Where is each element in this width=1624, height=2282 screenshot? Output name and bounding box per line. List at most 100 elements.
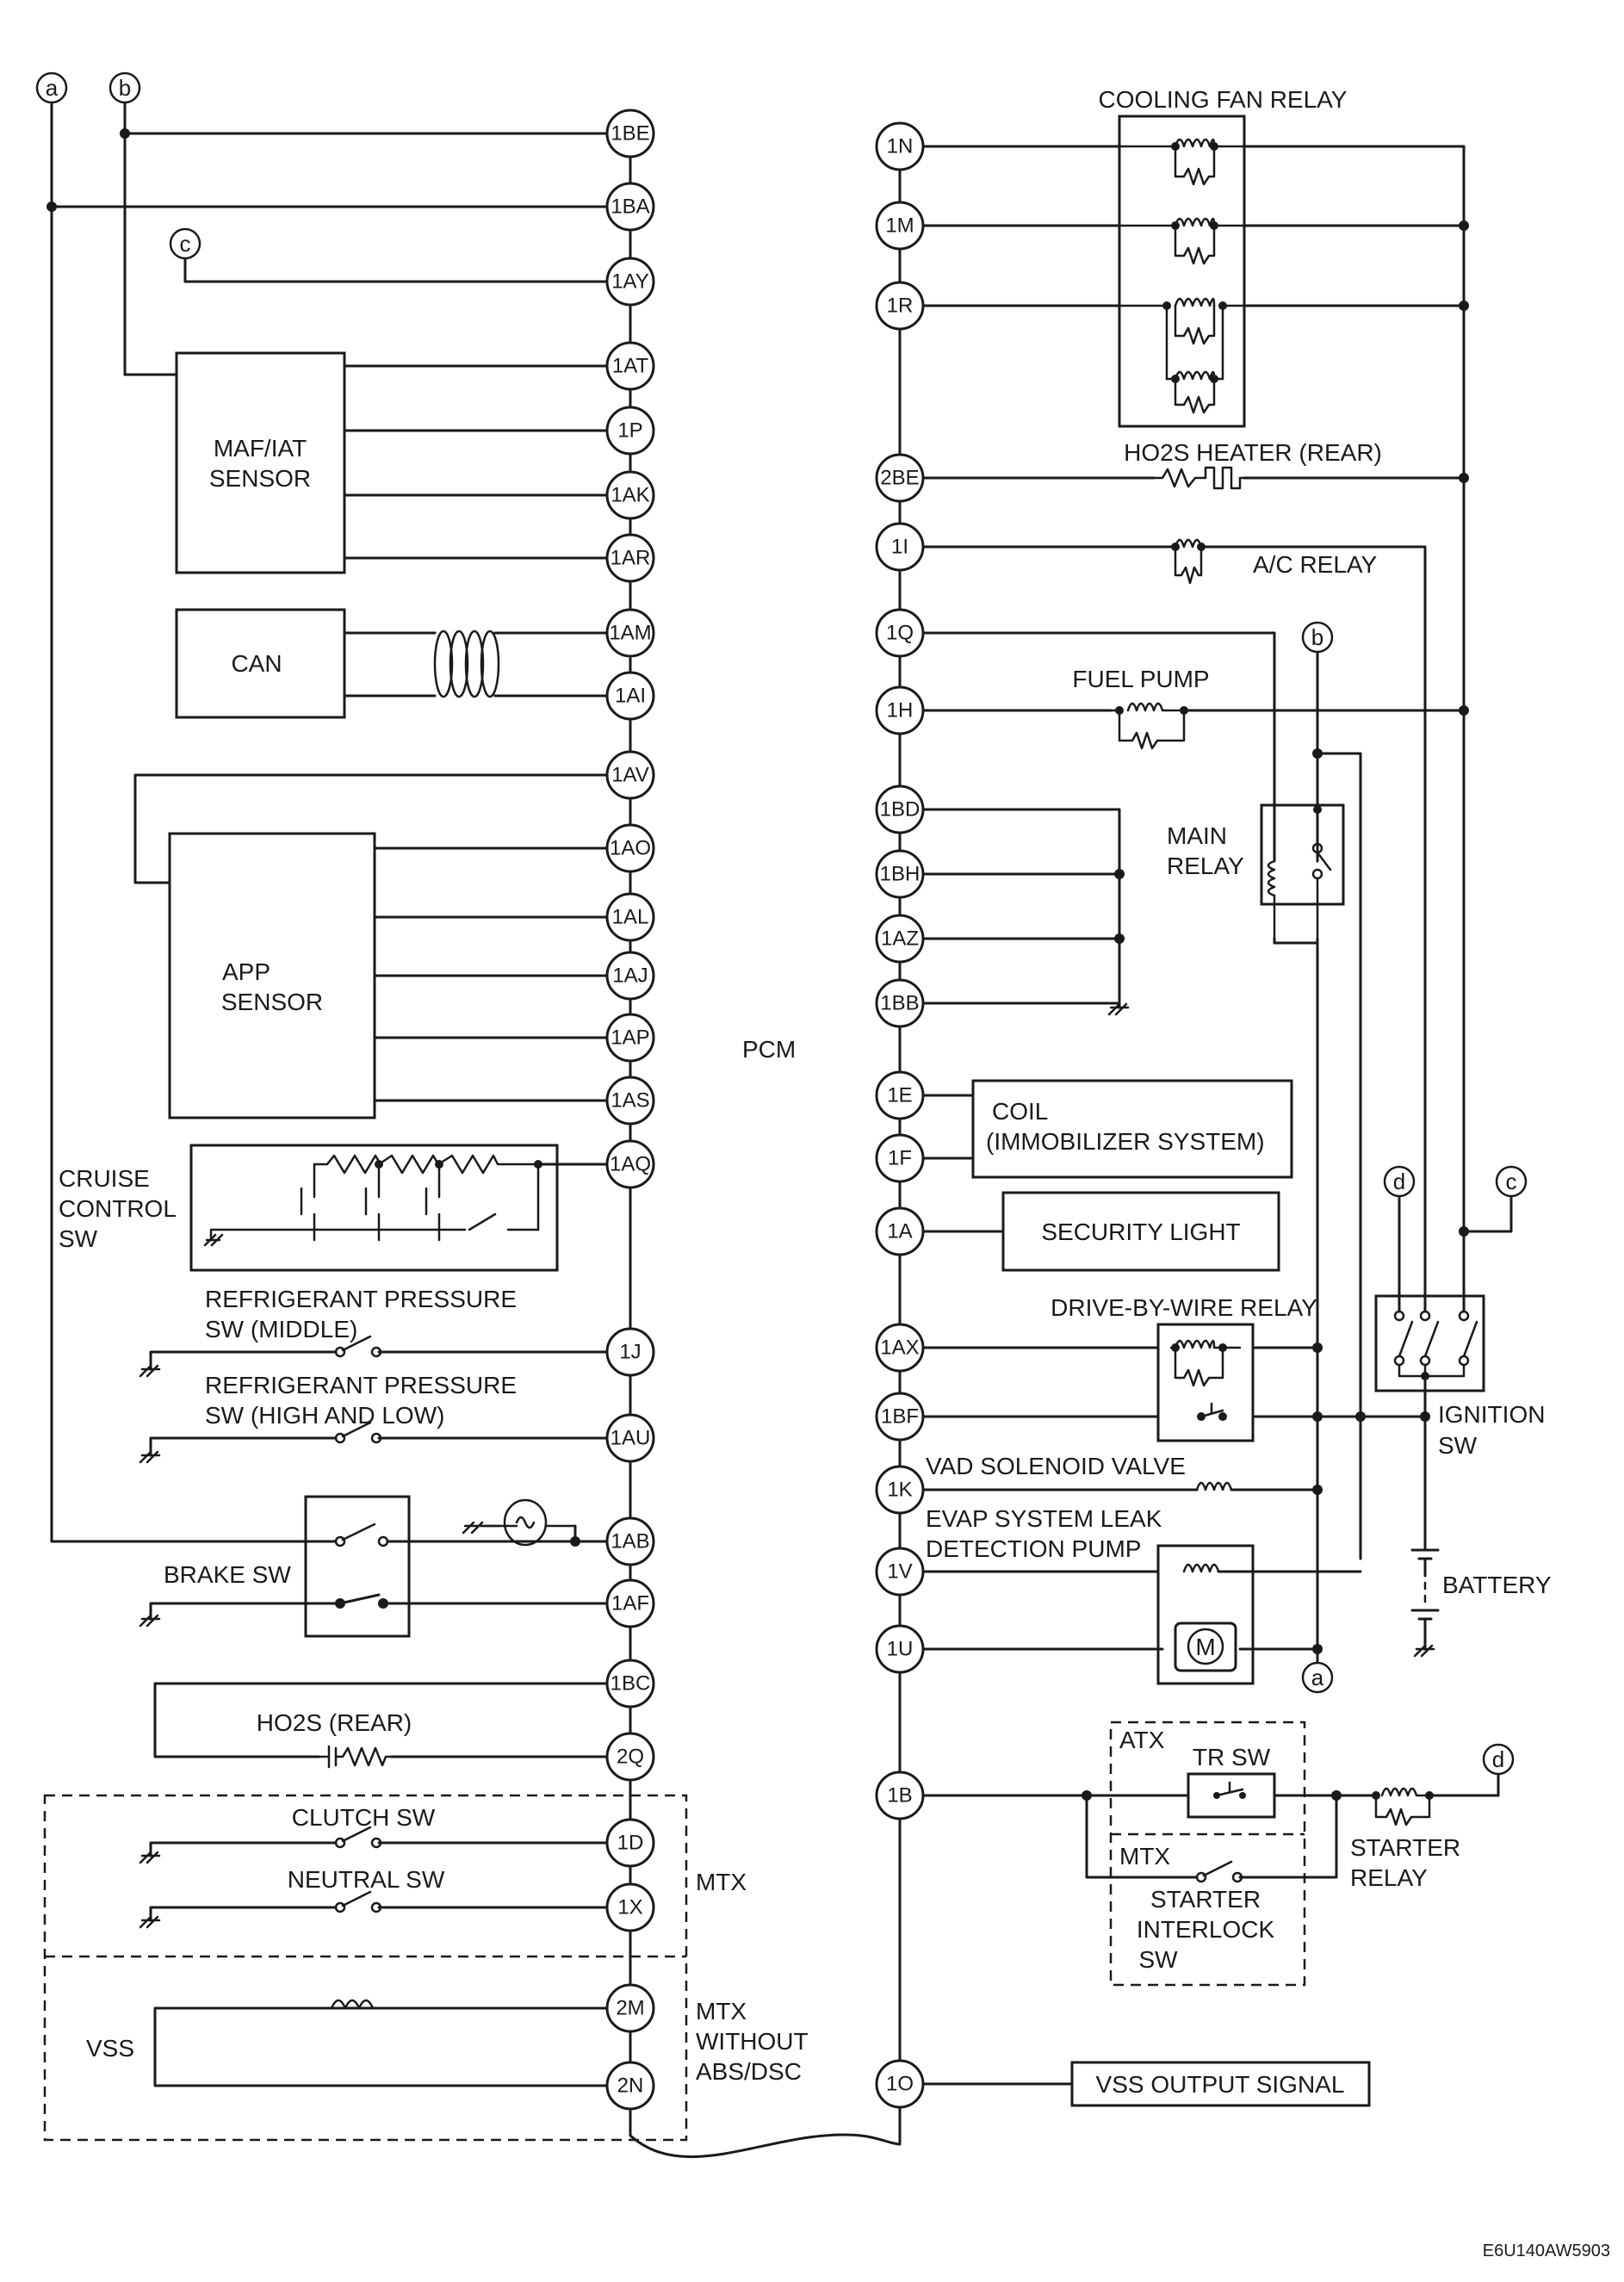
pin-label: 1AR xyxy=(611,547,651,570)
pin-1bb: 1BB xyxy=(875,978,925,1028)
app-label: APP xyxy=(222,958,270,985)
refrigerant-sw-high-low: REFRIGERANT PRESSURE SW (HIGH AND LOW) xyxy=(139,1372,517,1464)
maf-iat-label: MAF/IAT xyxy=(214,435,307,462)
mtx-no-abs-label: MTX xyxy=(696,1998,747,2025)
pin-1u: 1U xyxy=(875,1624,925,1674)
pin-1ba: 1BA xyxy=(605,182,655,232)
pin-label: 1AP xyxy=(611,1026,649,1050)
pin-1al: 1AL xyxy=(605,892,655,942)
pin-label: 1V xyxy=(887,1560,912,1584)
pin-label: 2M xyxy=(616,1997,644,2020)
can-label: CAN xyxy=(231,650,282,677)
pcm-right-pins: 1N1M1R2BE1I1Q1H1BD1BH1AZ1BB1E1F1A1AX1BF1… xyxy=(875,121,925,2109)
relay-coil-2 xyxy=(1118,217,1246,265)
svg-text:a: a xyxy=(1311,1665,1324,1690)
pin-label: 1BD xyxy=(880,798,920,822)
pin-label: 1AJ xyxy=(612,964,648,988)
cooling-fan-relay-label: COOLING FAN RELAY xyxy=(1099,86,1348,113)
pin-label: 1K xyxy=(887,1479,912,1502)
coil-label: COIL xyxy=(992,1098,1048,1125)
pin-label: 2BE xyxy=(880,467,919,490)
pin-label: 1D xyxy=(617,1832,644,1855)
pin-label: 1AF xyxy=(611,1592,649,1615)
cruise-label: CRUISE xyxy=(59,1165,150,1192)
cruise-label-2: CONTROL xyxy=(59,1195,177,1222)
evap-label-2: DETECTION PUMP xyxy=(926,1535,1141,1562)
pin-1bh: 1BH xyxy=(875,849,925,899)
pcm-left-pins: 1BE1BA1AY1AT1P1AK1AR1AM1AI1AV1AO1AL1AJ1A… xyxy=(605,109,655,2111)
pin-label: 1AV xyxy=(611,764,649,787)
pin-1ao: 1AO xyxy=(605,823,655,873)
pin-label: 1E xyxy=(887,1084,912,1107)
ref-d-right: d xyxy=(1383,1165,1416,1198)
ho2s-rear: HO2S (REAR) xyxy=(257,1709,412,1769)
pin-1bf: 1BF xyxy=(875,1392,925,1442)
pin-1bc: 1BC xyxy=(605,1659,655,1708)
pin-1ay: 1AY xyxy=(605,257,655,307)
pin-label: 1R xyxy=(887,295,914,318)
pin-1f: 1F xyxy=(875,1133,925,1183)
pin-1aj: 1AJ xyxy=(605,951,655,1001)
pin-2n: 2N xyxy=(605,2061,655,2111)
pin-label: 1AK xyxy=(611,484,649,507)
maf-iat-label-2: SENSOR xyxy=(209,465,311,492)
cooling-fan-relay: COOLING FAN RELAY xyxy=(1099,86,1348,428)
ignition-sw: IGNITION SW xyxy=(1374,1195,1545,1552)
pin-1j: 1J xyxy=(605,1327,655,1377)
pin-1be: 1BE xyxy=(605,109,655,158)
figure-code: E6U140AW5903 xyxy=(1483,2242,1610,2260)
fuel-pump-label: FUEL PUMP xyxy=(1072,666,1209,692)
battery-label: BATTERY xyxy=(1442,1572,1552,1598)
pin-1bd: 1BD xyxy=(875,784,925,834)
starter-interlock-label-3: SW xyxy=(1138,1946,1178,1973)
pin-label: 1AZ xyxy=(881,927,919,951)
svg-text:c: c xyxy=(1506,1169,1517,1194)
cruise-label-3: SW xyxy=(59,1225,98,1252)
pin-label: 1B xyxy=(887,1784,912,1808)
pcm-label: PCM xyxy=(742,1036,796,1063)
pin-label: 1AL xyxy=(612,906,649,929)
pin-label: 1AU xyxy=(611,1427,651,1450)
pin-1x: 1X xyxy=(605,1882,655,1932)
pin-1b: 1B xyxy=(875,1770,925,1820)
pin-1e: 1E xyxy=(875,1070,925,1120)
pin-1k: 1K xyxy=(875,1465,925,1515)
ref-hl-label: REFRIGERANT PRESSURE xyxy=(205,1372,517,1398)
pin-1ap: 1AP xyxy=(605,1013,655,1063)
starter-relay: STARTER RELAY xyxy=(1350,1787,1460,1891)
ignition-label: IGNITION xyxy=(1438,1401,1545,1428)
tr-sw-label: TR SW xyxy=(1193,1744,1271,1770)
pin-label: 1BF xyxy=(881,1405,919,1429)
ref-d-bottom: d xyxy=(1482,1743,1515,1776)
pin-label: 1AQ xyxy=(610,1153,651,1176)
fuel-pump: FUEL PUMP xyxy=(1072,666,1210,750)
ref-c-right: c xyxy=(1495,1165,1528,1198)
pin-1at: 1AT xyxy=(605,341,655,391)
ref-a-top: a xyxy=(35,71,68,104)
pin-1az: 1AZ xyxy=(875,914,925,964)
pin-label: 1J xyxy=(619,1341,641,1364)
pin-1m: 1M xyxy=(875,201,925,251)
main-relay-label-2: RELAY xyxy=(1167,853,1244,879)
pin-1v: 1V xyxy=(875,1547,925,1597)
pin-label: 2Q xyxy=(617,1746,644,1769)
pin-label: 1BA xyxy=(611,195,649,219)
battery: BATTERY xyxy=(1410,1548,1552,1658)
clutch-sw-label: CLUTCH SW xyxy=(292,1804,436,1831)
mtx-inner-label: MTX xyxy=(1119,1843,1170,1870)
pin-label: 1AY xyxy=(611,270,649,294)
pin-label: 1A xyxy=(887,1220,912,1243)
right-wiring xyxy=(898,145,1513,2086)
main-relay: MAIN RELAY xyxy=(1167,803,1345,940)
pin-1q: 1Q xyxy=(875,608,925,658)
pin-label: 1O xyxy=(886,2073,914,2096)
svg-text:b: b xyxy=(119,75,131,101)
pin-1ax: 1AX xyxy=(875,1323,925,1373)
neutral-sw-label: NEUTRAL SW xyxy=(288,1866,445,1893)
evap-label: EVAP SYSTEM LEAK xyxy=(926,1505,1162,1532)
security-light-label: SECURITY LIGHT xyxy=(1041,1219,1240,1245)
maf-iat-sensor: MAF/IAT SENSOR xyxy=(175,351,346,574)
pin-1p: 1P xyxy=(605,406,655,456)
